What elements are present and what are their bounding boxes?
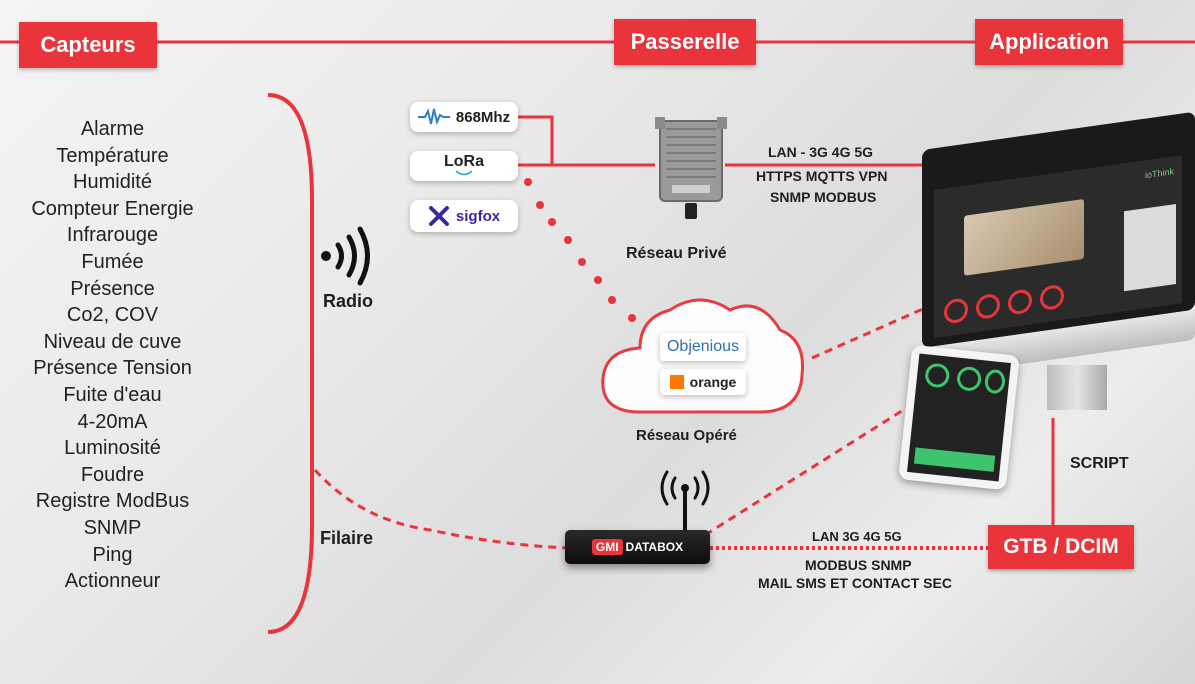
sensor-item: Foudre — [80, 463, 145, 486]
radio-label: Radio — [323, 291, 374, 311]
dash-filaire — [313, 468, 569, 550]
sensor-item: Température — [56, 144, 169, 167]
private-network-label: Réseau Privé — [626, 245, 727, 262]
gtb-dcim-box: GTB / DCIM — [988, 525, 1134, 569]
sensor-item: Alarme — [80, 118, 145, 140]
monitor-logo: ioThink — [1144, 166, 1174, 181]
operated-network-label: Réseau Opéré — [636, 427, 737, 444]
sensor-list: Alarme Température Humidité Compteur Ene… — [10, 116, 215, 595]
pill-868mhz: 868Mhz — [410, 102, 518, 132]
sensor-item: Ping — [92, 543, 133, 566]
dotted-radio-cloud — [524, 178, 636, 322]
sigfox-logo-icon — [428, 206, 449, 226]
filaire-label: Filaire — [320, 528, 374, 548]
orange-label: orange — [689, 374, 737, 390]
sensor-item: Fuite d'eau — [63, 383, 162, 406]
floorplan-image — [964, 198, 1084, 276]
waveform-icon — [417, 108, 450, 126]
databox-brand-name: DATABOX — [625, 540, 684, 554]
script-label: SCRIPT — [1070, 455, 1129, 472]
databox-antenna-icon — [660, 470, 710, 530]
sensor-bracket — [267, 93, 314, 634]
private-net-line2: HTTPS MQTTS VPN — [756, 168, 888, 184]
databox-line2: MODBUS SNMP — [805, 557, 912, 573]
gateway-device-icon — [655, 117, 727, 219]
header-application: Application — [975, 19, 1123, 65]
pill-sigfox: sigfox — [410, 200, 518, 232]
map-panel — [1124, 203, 1176, 292]
lora-signal-icon — [455, 170, 473, 176]
private-net-line3: SNMP MODBUS — [770, 189, 877, 205]
monitor: ioThink — [922, 111, 1195, 410]
tablet-screen — [907, 353, 1011, 482]
sensor-item: Registre ModBus — [35, 490, 190, 513]
monitor-stand — [1047, 365, 1107, 410]
databox-line3: MAIL SMS ET CONTACT SEC — [758, 575, 952, 591]
sensor-item: Présence — [70, 277, 155, 300]
objenious-label: Objenious — [666, 338, 740, 355]
orange-logo-icon — [669, 375, 684, 389]
pill-lora: LoRa — [410, 151, 518, 181]
radio-waves-icon — [321, 226, 370, 286]
operator-orange: orange — [660, 369, 746, 395]
pill-sigfox-label: sigfox — [455, 207, 501, 225]
pill-lora-label: LoRa — [444, 153, 484, 170]
dash-databox-monitor — [704, 388, 936, 537]
pill-868-label: 868Mhz — [455, 108, 511, 126]
sensor-item: Présence Tension — [33, 357, 192, 380]
private-net-line1: LAN - 3G 4G 5G — [768, 144, 874, 160]
sensor-item: SNMP — [83, 516, 142, 539]
header-passerelle: Passerelle — [614, 19, 756, 65]
databox-device: GMI DATABOX — [565, 530, 710, 564]
tablet — [898, 344, 1020, 491]
sensor-item: Niveau de cuve — [43, 330, 182, 353]
databox-line1: LAN 3G 4G 5G — [812, 529, 902, 544]
line-868-gateway — [518, 115, 554, 167]
operator-objenious: Objenious — [660, 333, 746, 361]
sensor-item: Co2, COV — [66, 304, 159, 327]
sensor-item: Actionneur — [64, 570, 161, 593]
dash-cloud-monitor — [811, 306, 926, 360]
sensor-item: Luminosité — [64, 437, 161, 460]
header-capteurs: Capteurs — [19, 22, 157, 68]
databox-brand-gmi: GMI — [591, 539, 623, 555]
tablet-chart — [913, 423, 998, 472]
sensor-item: 4-20mA — [77, 410, 148, 433]
sensor-item: Fumée — [81, 250, 144, 273]
sensor-item: Humidité — [73, 171, 152, 194]
sensor-item: Compteur Energie — [31, 197, 194, 220]
sensor-item: Infrarouge — [66, 224, 159, 247]
